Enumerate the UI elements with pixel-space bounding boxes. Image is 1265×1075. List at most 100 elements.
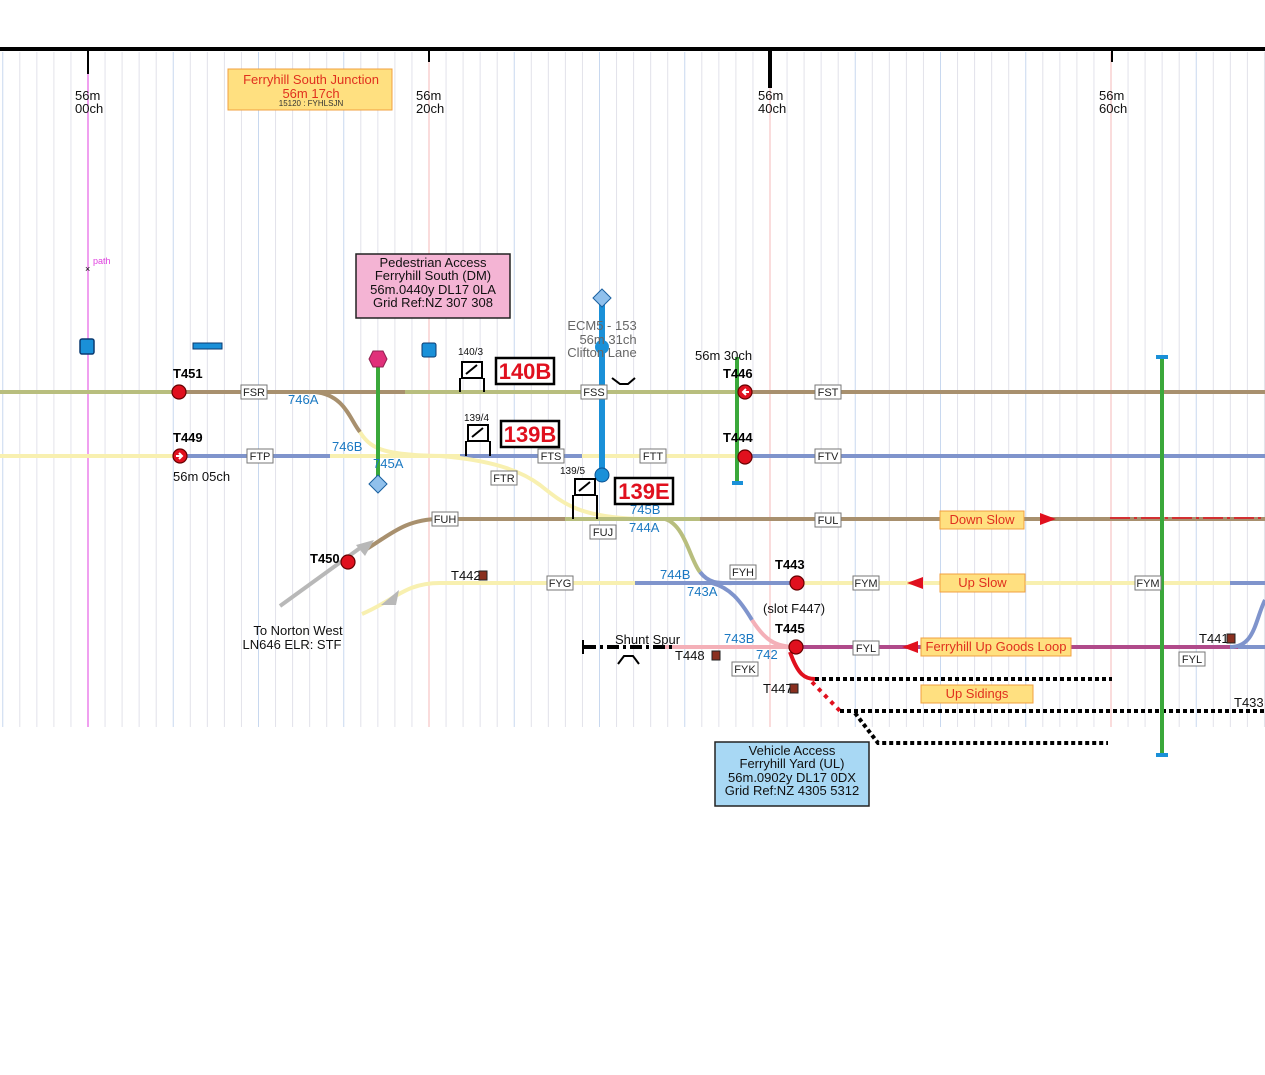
track-circuit-label: FUJ: [589, 524, 617, 540]
signal-icon[interactable]: [340, 554, 356, 570]
direction-arrow-icon: [902, 641, 918, 653]
shunt-signal-icon[interactable]: [789, 683, 799, 694]
track-circuit-id: FSS: [583, 387, 604, 399]
points-label: 743A: [687, 584, 718, 599]
track-circuit-label: FSS: [580, 384, 608, 400]
pedestrian-access-l1: Pedestrian Access: [380, 255, 487, 270]
milepost-chains: 60ch: [1099, 101, 1127, 116]
track-circuit-label: FTT: [639, 448, 667, 464]
track-circuit-id: FYK: [734, 664, 756, 676]
blue-square-icon: [421, 342, 437, 358]
points-label: 743B: [724, 631, 754, 646]
signal-icon[interactable]: [789, 575, 805, 591]
route-name: Ferryhill Up Goods Loop: [926, 639, 1067, 654]
shunt-signal-icon[interactable]: [1226, 633, 1236, 644]
chain-grid: [2, 52, 1265, 727]
signal-icon[interactable]: [737, 449, 753, 465]
track-circuit-box: [580, 384, 608, 400]
track-circuit-label: FYM: [1134, 575, 1162, 591]
mileage-label: 56m 05ch: [173, 469, 230, 484]
signal-label: T446: [723, 366, 753, 381]
crossover-746: [358, 430, 461, 458]
crossing-name: ECM5 - 153: [567, 318, 636, 333]
bar-cap: [1156, 753, 1168, 757]
milepost-chains: 00ch: [75, 101, 103, 116]
track-circuit-id: FTP: [250, 451, 271, 463]
points-label: 742: [756, 647, 778, 662]
route-label-box: [920, 637, 1072, 657]
route-label: Ferryhill Up Goods Loop: [902, 637, 1072, 657]
track-segment: [1229, 599, 1265, 649]
track-circuit-box: [431, 511, 459, 527]
lever-icon: [465, 427, 491, 456]
ground-frame-name: 139E: [618, 479, 669, 504]
signal-label: T433: [1234, 695, 1264, 710]
track-circuit-label: FST: [814, 384, 842, 400]
track-circuit-id: FTR: [493, 473, 514, 485]
route-label: Up Sidings: [920, 684, 1034, 704]
track-circuit-label: FSR: [240, 384, 268, 400]
pedestrian-access-l4: Grid Ref:NZ 307 308: [373, 295, 493, 310]
track-circuit-label: FYG: [546, 575, 574, 591]
track-circuit-label: FYL: [1178, 651, 1206, 667]
route-name: Up Sidings: [946, 686, 1009, 701]
route-name: Down Slow: [949, 512, 1015, 527]
ground-frame-name: 140B: [499, 359, 552, 384]
track-circuit-label: FTV: [814, 448, 842, 464]
crossing-mileage: 56m 31ch: [579, 332, 636, 347]
junction-mileage: 56m 17ch: [282, 86, 339, 101]
elr-label: LN646 ELR: STF: [243, 637, 342, 652]
siding-connection-dotted: [810, 680, 842, 713]
vehicle-access-box: [714, 741, 870, 807]
track-circuit-box: [490, 470, 518, 486]
points-label: 745A: [373, 456, 404, 471]
vehicle-access-l2: Ferryhill Yard (UL): [740, 756, 845, 771]
shunt-signal-icon[interactable]: [711, 650, 721, 661]
ground-frame-id: 139/4: [464, 413, 489, 424]
crossover-746: [314, 390, 362, 434]
pedestrian-access-l3: 56m.0440y DL17 0LA: [370, 282, 496, 297]
route-label: Down Slow: [939, 510, 1056, 530]
track-circuit-id: FUH: [434, 514, 457, 526]
junction-code: 15120 : FYHLSJN: [279, 99, 344, 108]
track-circuit-id: FYG: [549, 578, 572, 590]
track-circuit-id: FTS: [541, 451, 562, 463]
track-circuit-box: [639, 448, 667, 464]
track-circuit-id: FTT: [643, 451, 663, 463]
milepost-miles: 56m: [75, 88, 100, 103]
signal-label: T448: [675, 648, 705, 663]
track-circuit-box: [814, 384, 842, 400]
junction-name: Ferryhill South Junction: [243, 72, 379, 87]
path-label: path: [93, 256, 111, 266]
milepost-chains: 40ch: [758, 101, 786, 116]
blue-bar-icon: [192, 342, 223, 350]
pedestrian-access-l2: Ferryhill South (DM): [375, 268, 491, 283]
ground-frame-box: [494, 356, 556, 386]
direction-arrow-icon: [1040, 513, 1056, 525]
track-circuit-box: [1178, 651, 1206, 667]
track-circuit-label: FUH: [431, 511, 459, 527]
ground-frame-name: 139B: [504, 422, 557, 447]
track-circuit-box: [240, 384, 268, 400]
track-circuit-id: FUL: [818, 515, 839, 527]
track-circuit-label: FYM: [852, 575, 880, 591]
route-label: Up Slow: [907, 573, 1026, 593]
track-circuit-box: [729, 564, 757, 580]
crossover-743: [711, 581, 754, 622]
crossing-road: Clifton Lane: [567, 345, 636, 360]
junction-box: [227, 68, 393, 111]
signal-icon[interactable]: [171, 384, 187, 400]
crossover-745: [439, 454, 641, 521]
crossing-marker: [594, 467, 610, 483]
points-label: 746B: [332, 439, 362, 454]
track-circuit-label: FTP: [246, 448, 274, 464]
track-circuit-box: [589, 524, 617, 540]
track-circuit-label: FUL: [814, 512, 842, 528]
shunt-signal-icon[interactable]: [478, 570, 488, 581]
track-circuit-id: FYH: [732, 567, 754, 579]
ground-frame-box: [613, 476, 675, 506]
signal-icon[interactable]: [788, 639, 804, 655]
shunt-spur-label: Shunt Spur: [615, 632, 681, 647]
diamond-icon: [368, 474, 388, 494]
